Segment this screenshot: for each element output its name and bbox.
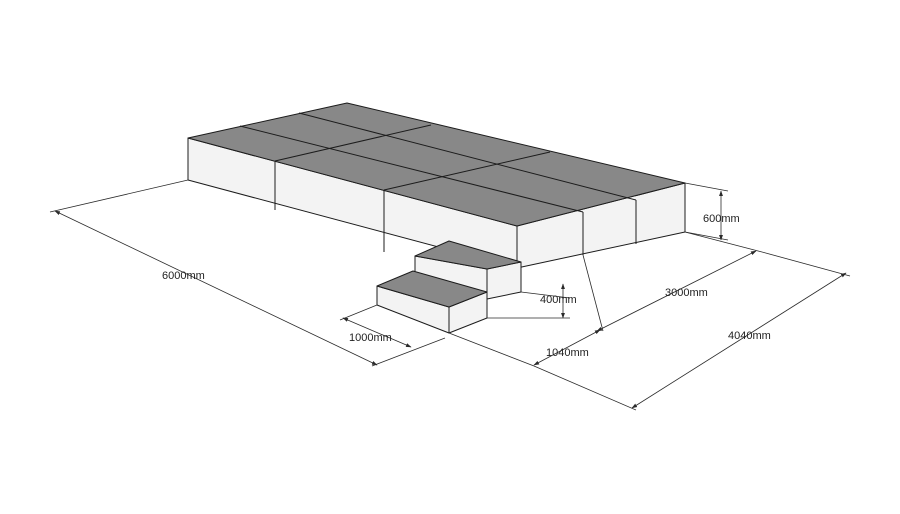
upper-step-top-surface (414, 240, 522, 270)
dimension-label-4040: 4040mm (728, 330, 771, 342)
dimension-label-1000: 1000mm (349, 332, 392, 344)
platform-top-seam (298, 112, 637, 201)
dimension-1000: 1000mm (339, 304, 412, 348)
dimension-line (54, 210, 378, 366)
dimension-line (631, 272, 847, 409)
dimension-label-1040: 1040mm (546, 347, 589, 359)
dimension-label-6000: 6000mm (162, 270, 205, 282)
dimension-600: 600mm (684, 182, 740, 241)
platform-top-seam (274, 124, 432, 162)
dimension-4040: 4040mm (533, 251, 851, 411)
platform-top-seam (383, 151, 551, 191)
dimension-label-3000: 3000mm (665, 287, 708, 299)
dimension-400: 400mm (487, 283, 577, 319)
dimension-label-400: 400mm (540, 294, 577, 306)
dimension-3000: 3000mm (596, 231, 763, 332)
dimension-line (533, 329, 601, 366)
dimension-line (342, 317, 412, 348)
platform (187, 102, 686, 269)
dimension-6000: 6000mm (49, 179, 446, 367)
platform-top-seam (239, 125, 584, 213)
dimension-label-600: 600mm (703, 213, 740, 225)
lower-step-top-surface (376, 270, 488, 308)
